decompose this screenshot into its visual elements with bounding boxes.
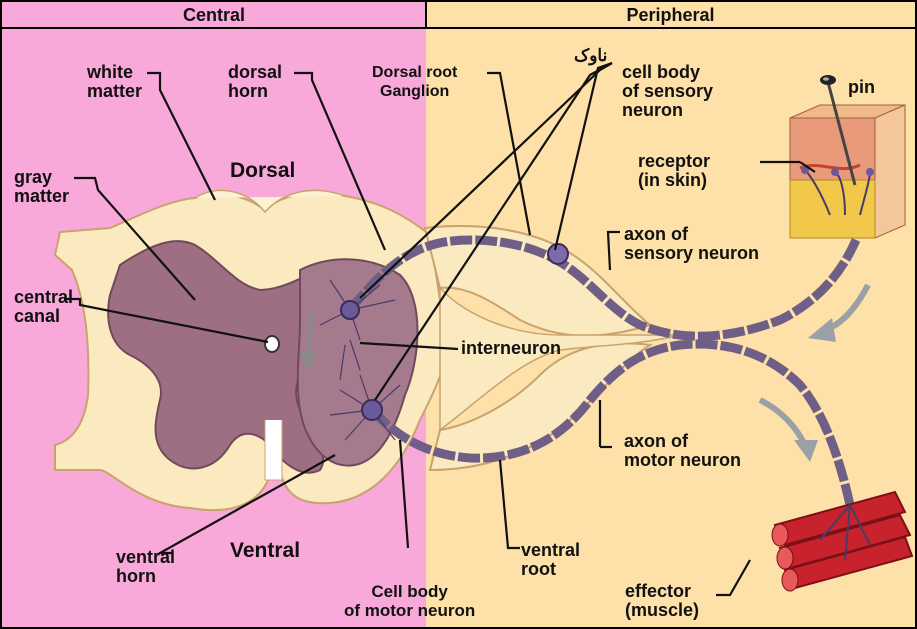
label-axon-motor: axon of motor neuron	[624, 432, 741, 470]
label-dorsal: Dorsal	[230, 160, 295, 182]
label-cell-body-sensory: cell body of sensory neuron	[622, 63, 713, 120]
label-dorsal-root-ganglion: Dorsal root Ganglion	[372, 63, 457, 101]
central-canal-hole	[265, 336, 279, 352]
label-receptor: receptor (in skin)	[638, 152, 710, 190]
label-white-matter: white matter	[87, 63, 142, 101]
sensory-neuron-cell	[548, 244, 568, 264]
label-central-canal: central canal	[14, 288, 73, 326]
label-effector: effector (muscle)	[625, 582, 699, 620]
label-ventral: Ventral	[230, 540, 300, 562]
skin-block	[790, 105, 905, 238]
interneuron-cell	[341, 301, 359, 319]
label-ventral-root: ventral root	[521, 541, 580, 579]
label-axon-persian: ناوک	[574, 46, 607, 65]
header-central: Central	[2, 2, 426, 28]
label-cell-body-motor: Cell body of motor neuron	[344, 582, 475, 620]
label-interneuron: interneuron	[461, 339, 561, 358]
spinal-cord	[55, 190, 448, 510]
label-dorsal-horn: dorsal horn	[228, 63, 282, 101]
label-pin: pin	[848, 78, 875, 97]
label-ventral-horn: ventral horn	[116, 548, 175, 586]
motor-neuron-cell	[362, 400, 382, 420]
header-peripheral: Peripheral	[426, 2, 915, 28]
label-gray-matter: gray matter	[14, 168, 69, 206]
label-axon-sensory: axon of sensory neuron	[624, 225, 759, 263]
